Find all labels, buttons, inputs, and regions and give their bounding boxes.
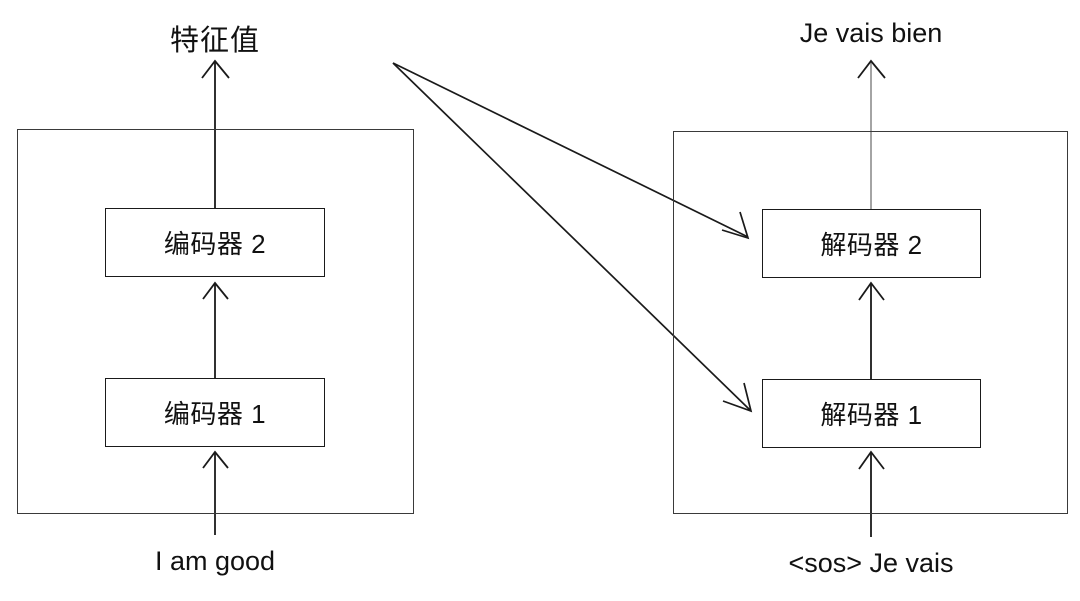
encoder-input-label: I am good [154,546,276,576]
encoder-stack-container [17,129,414,514]
arrow-input-to-encoder1 [202,450,229,535]
arrow-features-to-decoder2 [392,62,750,240]
arrow-input-to-decoder1 [858,450,885,537]
encoder-block-2-label: 编码器 2 [163,229,267,259]
decoder-stack-container [673,131,1068,514]
decoder-block-1-label: 解码器 1 [820,400,923,430]
encoder-output-label: 特征值 [169,25,261,57]
arrow-encoder1-to-encoder2 [202,281,229,378]
decoder-input-label: <sos> Je vais [788,548,954,578]
arrow-encoder2-to-features [201,59,230,208]
arrow-decoder1-to-decoder2 [858,281,885,379]
arrow-features-to-decoder1 [392,62,753,413]
decoder-block-1[interactable]: 解码器 1 [762,379,981,448]
decoder-output-label: Je vais bien [799,18,943,48]
encoder-block-1-label: 编码器 1 [163,399,267,429]
encoder-block-1[interactable]: 编码器 1 [105,378,325,447]
decoder-block-2[interactable]: 解码器 2 [762,209,981,278]
decoder-block-2-label: 解码器 2 [820,230,923,260]
arrow-decoder2-to-output [857,59,886,209]
encoder-block-2[interactable]: 编码器 2 [105,208,325,277]
